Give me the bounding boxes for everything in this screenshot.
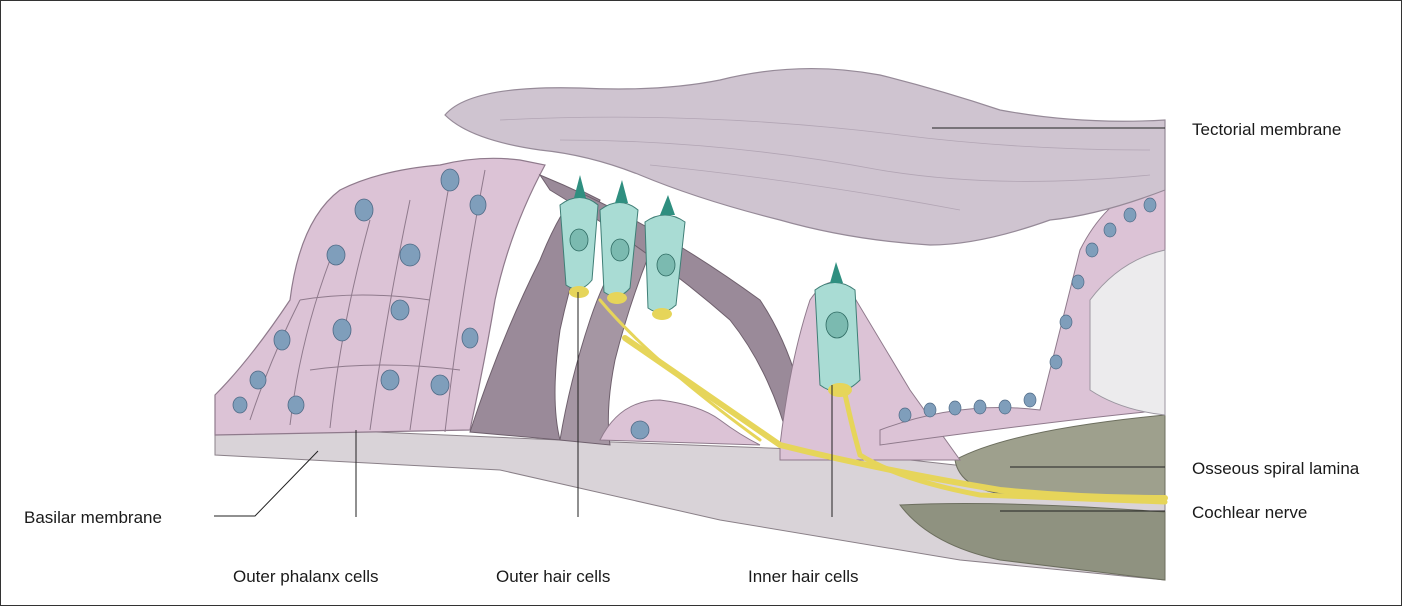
diagram-frame: Tectorial membrane Osseous spiral lamina… xyxy=(0,0,1402,606)
frame-border xyxy=(0,0,1402,606)
